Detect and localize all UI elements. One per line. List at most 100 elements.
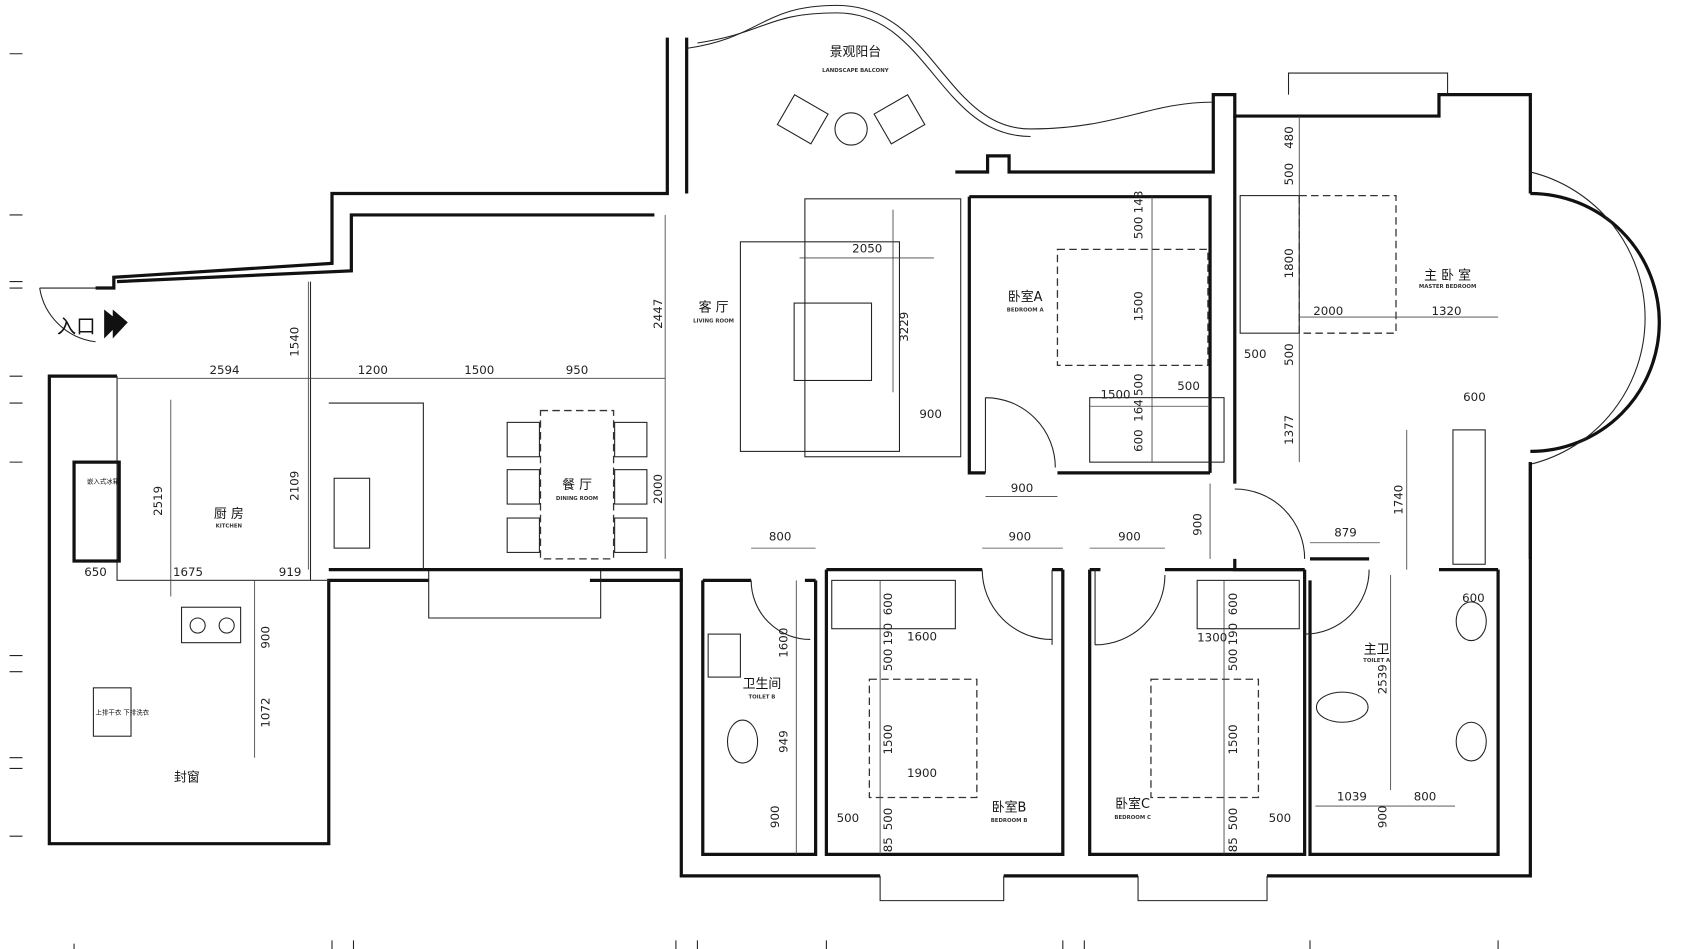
svg-text:500: 500 xyxy=(1226,808,1240,831)
svg-text:900: 900 xyxy=(1118,530,1141,544)
bed-c xyxy=(1150,678,1260,799)
svg-text:DINING ROOM: DINING ROOM xyxy=(556,496,598,502)
svg-text:1320: 1320 xyxy=(1431,304,1461,318)
svg-text:2000: 2000 xyxy=(1313,304,1343,318)
svg-text:600: 600 xyxy=(1131,429,1145,452)
svg-text:主卫: 主卫 xyxy=(1364,642,1390,657)
svg-text:900: 900 xyxy=(1011,481,1034,495)
svg-text:餐 厅: 餐 厅 xyxy=(562,477,592,493)
bed-b xyxy=(868,678,978,799)
dimension-lines xyxy=(117,116,1499,855)
svg-text:500: 500 xyxy=(837,811,860,825)
svg-text:949: 949 xyxy=(777,730,791,753)
wardrobe-b xyxy=(831,579,956,630)
svg-text:BEDROOM B: BEDROOM B xyxy=(991,818,1028,824)
svg-text:TOILET A: TOILET A xyxy=(1363,658,1391,664)
svg-text:1540: 1540 xyxy=(288,327,302,357)
balcony-chair xyxy=(873,93,926,145)
furniture: 嵌入式冰箱 上排干衣 下排洗衣 xyxy=(72,93,1487,799)
balcony-chair xyxy=(776,93,829,145)
balcony-table xyxy=(834,112,868,146)
svg-text:TOILET B: TOILET B xyxy=(748,695,775,701)
entrance-label: 入口 xyxy=(57,315,96,338)
svg-text:客 厅: 客 厅 xyxy=(699,300,729,316)
wardrobe-c xyxy=(1196,579,1300,630)
svg-text:1039: 1039 xyxy=(1337,790,1367,804)
svg-text:950: 950 xyxy=(566,363,589,377)
entrance-arrow-icon xyxy=(104,309,128,339)
svg-text:1200: 1200 xyxy=(358,363,388,377)
basin-a1 xyxy=(1455,601,1487,642)
svg-text:919: 919 xyxy=(279,565,302,579)
svg-text:1800: 1800 xyxy=(1282,248,1296,278)
svg-text:480: 480 xyxy=(1282,126,1296,149)
svg-text:2050: 2050 xyxy=(852,242,882,256)
dining-table xyxy=(539,409,615,560)
svg-text:900: 900 xyxy=(259,626,273,649)
svg-text:卧室C: 卧室C xyxy=(1115,796,1150,812)
kitchen-sink xyxy=(333,477,371,549)
svg-text:500: 500 xyxy=(1282,163,1296,186)
wardrobe-a xyxy=(1089,397,1225,463)
svg-text:KITCHEN: KITCHEN xyxy=(216,524,242,530)
svg-text:1500: 1500 xyxy=(1226,724,1240,754)
svg-text:500: 500 xyxy=(1269,811,1292,825)
axis-ticks xyxy=(73,940,1499,949)
svg-text:卫生间: 卫生间 xyxy=(743,677,782,692)
svg-text:164: 164 xyxy=(1131,399,1145,422)
svg-text:MASTER BEDROOM: MASTER BEDROOM xyxy=(1419,284,1476,290)
svg-text:600: 600 xyxy=(881,593,895,616)
svg-text:2000: 2000 xyxy=(651,474,665,504)
svg-text:1500: 1500 xyxy=(1100,388,1130,402)
margin-ticks xyxy=(9,53,23,837)
svg-text:900: 900 xyxy=(768,806,782,829)
washer-label: 上排干衣 下排洗衣 xyxy=(96,708,150,717)
svg-text:800: 800 xyxy=(769,530,792,544)
toilet-a xyxy=(1315,691,1369,723)
svg-text:1377: 1377 xyxy=(1282,415,1296,445)
toilet-b xyxy=(726,719,759,764)
svg-text:500: 500 xyxy=(1131,373,1145,396)
svg-text:2519: 2519 xyxy=(151,486,165,516)
svg-text:2594: 2594 xyxy=(209,363,239,377)
dimensions: 2594 1200 1500 950 1540 2109 2519 650 16… xyxy=(84,126,1485,852)
svg-text:1600: 1600 xyxy=(777,628,791,658)
svg-text:500: 500 xyxy=(881,808,895,831)
svg-text:900: 900 xyxy=(1190,513,1204,536)
svg-text:1072: 1072 xyxy=(259,698,273,728)
svg-text:LANDSCAPE BALCONY: LANDSCAPE BALCONY xyxy=(822,68,889,74)
svg-text:800: 800 xyxy=(1414,790,1437,804)
cooktop xyxy=(180,606,242,644)
svg-text:1600: 1600 xyxy=(907,630,937,644)
basin-a2 xyxy=(1455,721,1487,762)
svg-text:900: 900 xyxy=(1009,530,1032,544)
walls xyxy=(47,4,1661,902)
svg-text:190: 190 xyxy=(881,623,895,646)
svg-text:500: 500 xyxy=(881,649,895,672)
svg-text:3229: 3229 xyxy=(897,312,911,342)
fridge-label: 嵌入式冰箱 xyxy=(87,477,120,486)
coffee-table xyxy=(793,302,873,381)
svg-text:500: 500 xyxy=(1282,343,1296,366)
svg-text:1500: 1500 xyxy=(881,724,895,754)
svg-text:600: 600 xyxy=(1462,591,1485,605)
svg-text:500: 500 xyxy=(1177,379,1200,393)
dining-chairs xyxy=(506,421,648,553)
svg-text:景观阳台: 景观阳台 xyxy=(830,45,882,60)
wardrobe-master-2 xyxy=(1452,429,1486,565)
svg-text:1740: 1740 xyxy=(1391,485,1405,515)
svg-text:1500: 1500 xyxy=(1131,291,1145,321)
svg-text:600: 600 xyxy=(1463,390,1486,404)
svg-text:190: 190 xyxy=(1226,623,1240,646)
bed-a xyxy=(1056,248,1209,367)
svg-text:厨 房: 厨 房 xyxy=(214,506,244,522)
svg-text:148: 148 xyxy=(1131,191,1145,214)
svg-text:900: 900 xyxy=(1375,806,1389,829)
svg-text:主 卧 室: 主 卧 室 xyxy=(1424,267,1471,283)
fridge-cabinet xyxy=(72,460,121,563)
sofa xyxy=(804,198,962,458)
svg-text:500: 500 xyxy=(1226,649,1240,672)
bed-master xyxy=(1298,194,1397,334)
